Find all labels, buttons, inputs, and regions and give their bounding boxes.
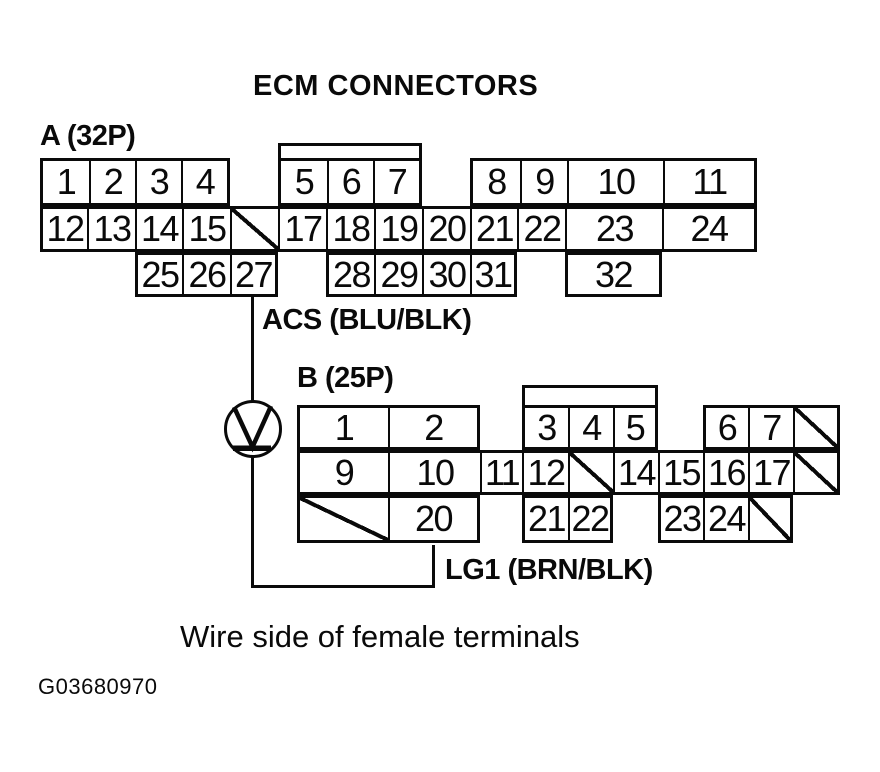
connector-a-pin-13: 13 — [87, 209, 135, 249]
lg1-wire-label: LG1 (BRN/BLK) — [445, 554, 653, 586]
connector-b-pin-6: 6 — [717, 406, 738, 448]
connector-a-pin-20: 20 — [422, 209, 470, 249]
connector-b-pin-16: 16 — [703, 453, 748, 492]
connector-b-blank-cell — [300, 498, 388, 540]
connector-a-pin-24: 24 — [662, 209, 754, 249]
chassis-ground-glyph — [231, 405, 274, 453]
connector-b-blank-cell — [568, 453, 613, 492]
connector-b-pin-22: 22 — [568, 498, 610, 540]
connector-a-label: A (32P) — [40, 120, 136, 152]
acs-wire-label: ACS (BLU/BLK) — [262, 304, 472, 336]
diagram-title: ECM CONNECTORS — [253, 70, 539, 102]
connector-b-pin-24: 24 — [703, 498, 748, 540]
connector-b-pin-5: 5 — [613, 408, 655, 447]
connector-b-pin-3: 3 — [537, 406, 557, 448]
connector-a-pin-9: 9 — [520, 161, 567, 203]
document-id: G03680970 — [38, 674, 158, 699]
connector-b-pin-10: 10 — [388, 453, 480, 492]
connector-b-pin-17: 17 — [748, 453, 793, 492]
connector-a-section: 32 — [565, 252, 662, 297]
connector-b-pin-2: 2 — [388, 408, 477, 447]
connector-b-pin-21: 21 — [527, 498, 567, 539]
connector-a-pin-1: 1 — [56, 161, 77, 202]
connector-a-blank-cell — [230, 209, 278, 249]
connector-a-pin-32: 32 — [594, 253, 634, 295]
connector-a-pin-18: 18 — [326, 209, 374, 249]
connector-a-pin-2: 2 — [89, 161, 135, 203]
connector-a-pin-30: 30 — [422, 255, 470, 294]
connector-b-pin-14: 14 — [613, 453, 658, 492]
connector-a-pin-28: 28 — [332, 253, 372, 295]
connector-a-pin-15: 15 — [182, 209, 230, 249]
connector-a-pin-11: 11 — [663, 161, 754, 203]
wire-side-caption: Wire side of female terminals — [180, 619, 580, 654]
connector-b-blank-cell — [748, 498, 790, 540]
connector-b-pin-1: 1 — [334, 406, 355, 448]
connector-a-pin-29: 29 — [374, 255, 422, 294]
connector-a-pin-26: 26 — [182, 255, 230, 294]
connector-a-pin-25: 25 — [141, 253, 180, 295]
connector-b-pin-7: 7 — [748, 408, 793, 447]
connector-b-blank-cell — [793, 453, 837, 492]
connector-a-pin-12: 12 — [46, 208, 85, 249]
connector-a-pin-22: 22 — [517, 209, 565, 249]
connector-a-pin-5: 5 — [294, 161, 315, 202]
wire-ground-down — [251, 455, 254, 588]
connector-a-pin-4: 4 — [181, 161, 227, 203]
connector-b-pin-11: 11 — [480, 453, 522, 492]
connector-b-pin-12: 12 — [522, 453, 568, 492]
connector-a-pin-23: 23 — [565, 209, 662, 249]
connector-a-pin-6: 6 — [327, 161, 373, 203]
connector-a-pin-17: 17 — [278, 209, 326, 249]
connector-b-pin-4: 4 — [568, 408, 613, 447]
wire-lg1-to-pin20 — [432, 545, 435, 588]
connector-b-blank-cell — [793, 408, 837, 447]
wire-lg1-horizontal — [251, 585, 435, 588]
connector-a-pin-21: 21 — [470, 209, 517, 249]
connector-b-pin-20: 20 — [388, 498, 477, 540]
connector-a-pin-14: 14 — [135, 209, 182, 249]
ground-symbol-icon — [224, 400, 282, 458]
connector-a-pin-19: 19 — [374, 209, 422, 249]
connector-a-pin-7: 7 — [373, 161, 419, 203]
connector-b-label: B (25P) — [297, 362, 394, 394]
connector-a-pin-31: 31 — [470, 255, 514, 294]
connector-b-section: 20 — [297, 495, 480, 543]
wire-acs-pin27-to-ground — [251, 297, 254, 403]
connector-a-pin-3: 3 — [135, 161, 181, 203]
connector-a-pin-10: 10 — [567, 161, 663, 203]
connector-b-pin-23: 23 — [663, 498, 702, 539]
connector-a-pin-8: 8 — [487, 161, 507, 202]
connector-b-pin-15: 15 — [658, 453, 703, 492]
connector-b-pin-9: 9 — [334, 451, 355, 493]
connector-a-pin-27: 27 — [230, 255, 275, 294]
